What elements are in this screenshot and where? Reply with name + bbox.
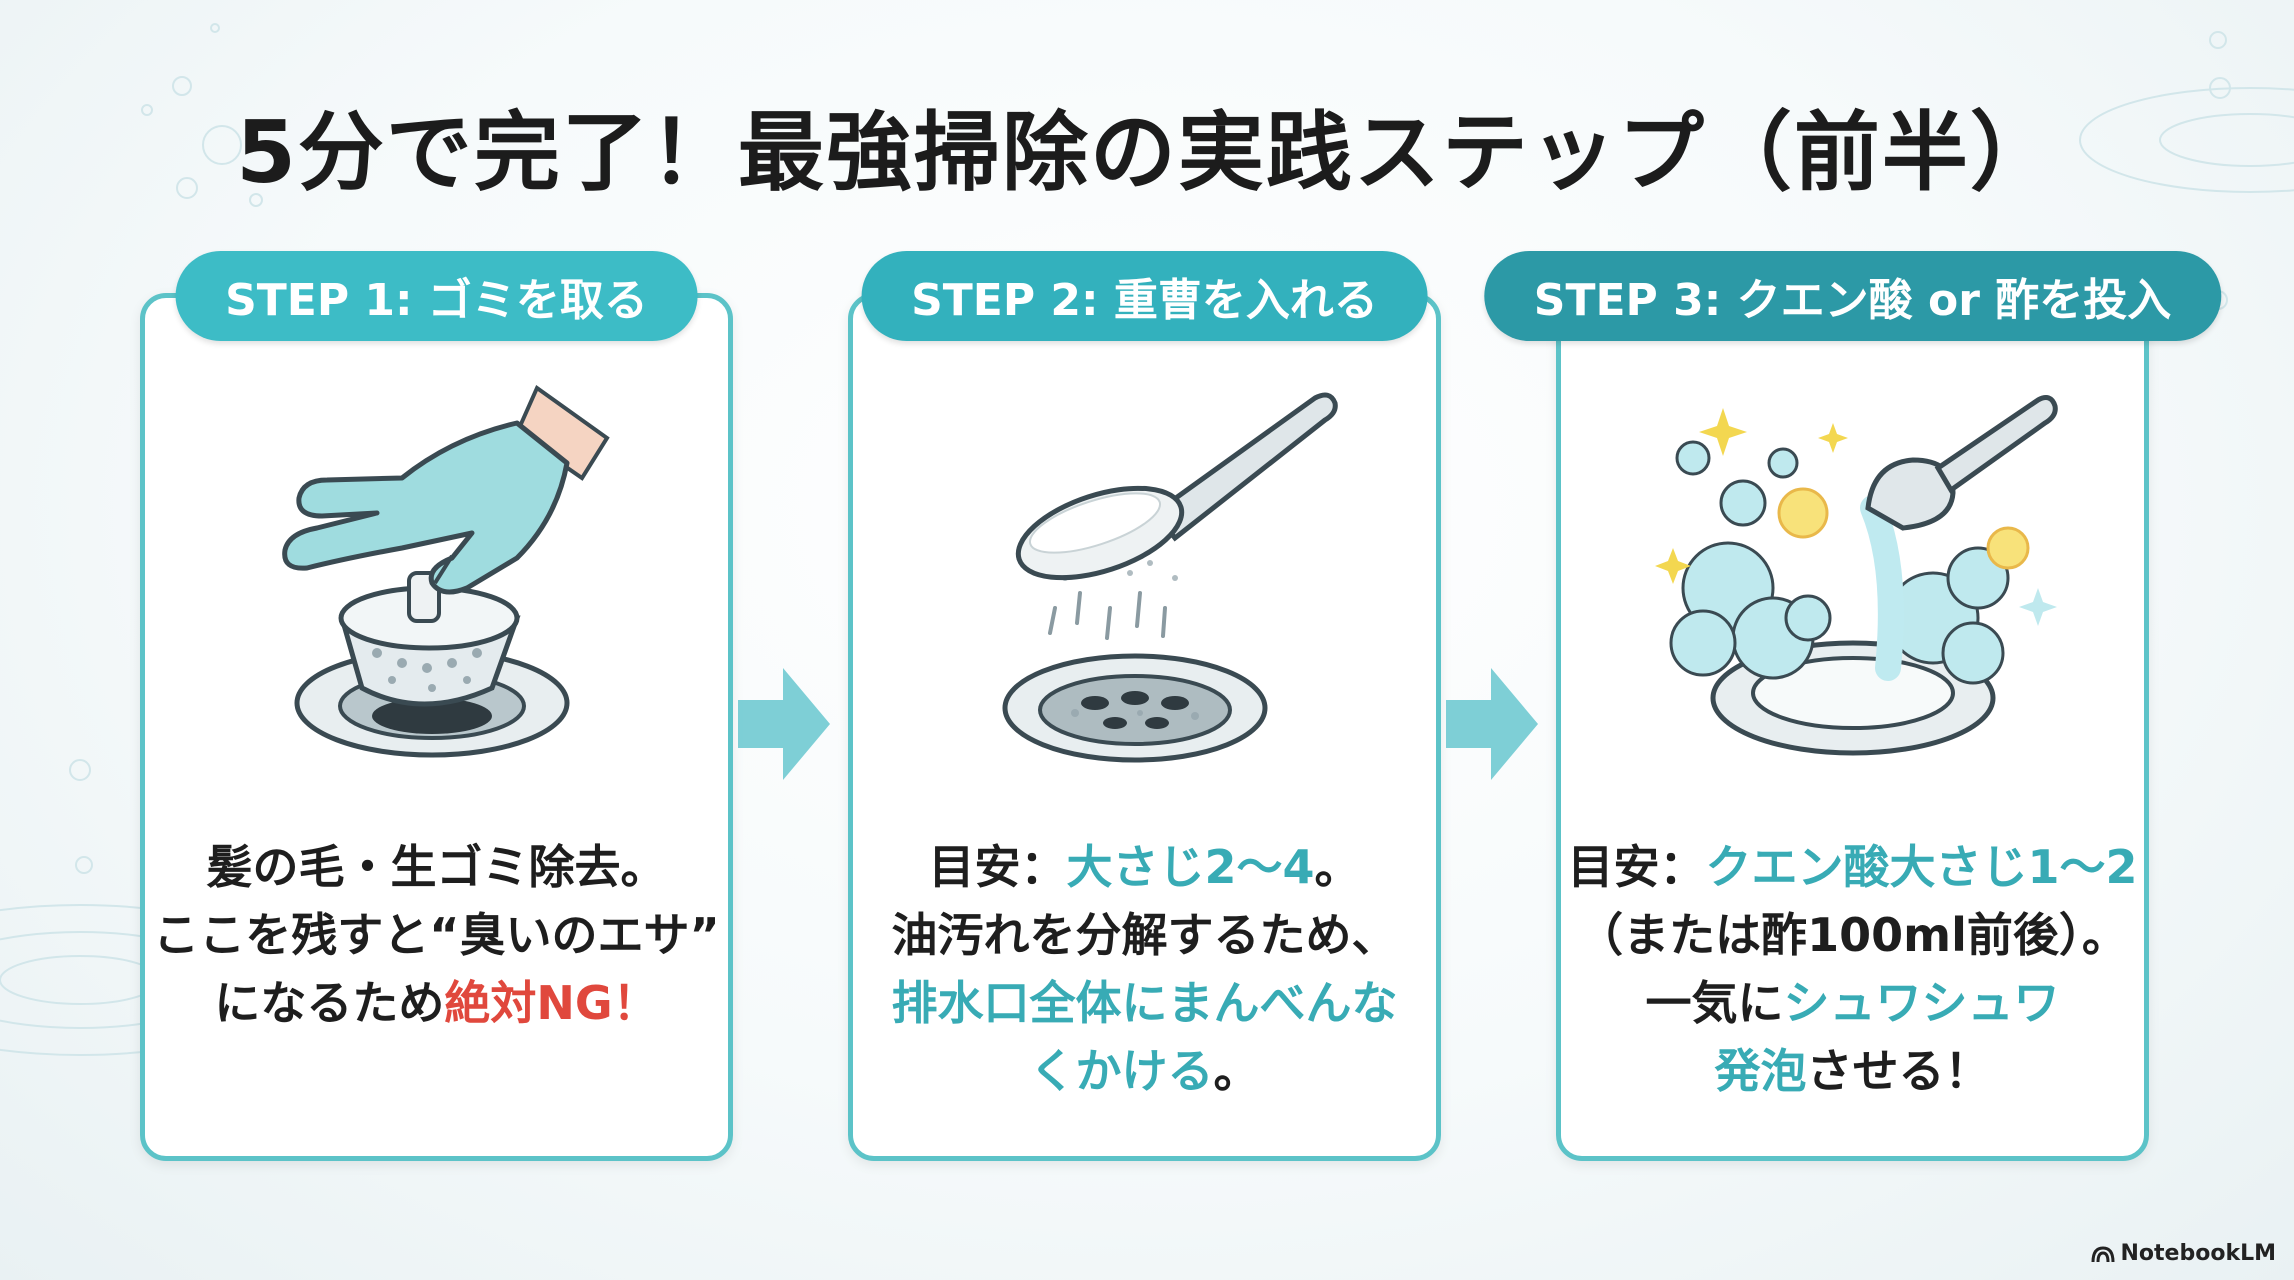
text-segment: （または酢100ml前後）。 (1577, 908, 2128, 962)
step-2-description: 目安：大さじ2〜4。油汚れを分解するため、排水口全体にまんべんなくかける。 (853, 833, 1436, 1105)
step-1-description: 髪の毛・生ゴミ除去。ここを残すと“臭いのエサ” になるため絶対NG！ (145, 833, 728, 1037)
step-3-description: 目安：クエン酸大さじ1〜2（または酢100ml前後）。一気にシュワシュワ発泡させ… (1561, 833, 2144, 1105)
text-segment: 目安： (1567, 840, 1706, 894)
gloved-hand-drain-icon (281, 384, 610, 758)
step-1-card: STEP 1: ゴミを取る 髪の毛・生ゴミ除去。ここを残すと“臭いのエサ” になる… (140, 251, 733, 1161)
brand-name: NotebookLM (2120, 1241, 2276, 1266)
description-line: 目安：大さじ2〜4。 (853, 833, 1436, 901)
step-3-card: STEP 3: クエン酸 or 酢を投入 目安：クエン酸大さじ1〜2 （または酢1… (1483, 251, 2222, 1161)
text-segment: 。 (1213, 1044, 1260, 1098)
description-line: 目安：クエン酸大さじ1〜2 (1561, 833, 2144, 901)
highlight-text: シュワシュワ (1783, 976, 2060, 1030)
description-line: （または酢100ml前後）。 (1561, 901, 2144, 969)
spoon-baking-soda-icon (1002, 392, 1338, 763)
text-segment: 髪の毛・生ゴミ除去。 (206, 840, 667, 894)
text-segment: させる！ (1806, 1044, 1991, 1098)
text-segment: になるため (214, 976, 445, 1030)
notebooklm-icon (2091, 1245, 2115, 1262)
description-line: くかける。 (853, 1037, 1436, 1105)
description-line: 発泡させる！ (1561, 1037, 2144, 1105)
highlight-text: クエン酸大さじ1〜2 (1705, 840, 2138, 894)
step-2-card: STEP 2: 重曹を入れる 目安：大さじ2〜4。油汚れを分解するため、排水口全… (848, 251, 1441, 1161)
description-line: 油汚れを分解するため、 (853, 901, 1436, 969)
arrow-right-icon (738, 668, 830, 780)
highlight-text: 大さじ2〜4 (1066, 840, 1315, 894)
step-1-header: STEP 1: ゴミを取る (175, 251, 698, 341)
brand-logo: NotebookLM (2091, 1241, 2276, 1266)
text-segment: 。 (1314, 840, 1361, 894)
step-3-header: STEP 3: クエン酸 or 酢を投入 (1483, 251, 2222, 341)
measuring-cup-foam-icon (1654, 395, 2058, 756)
warning-text: 絶対NG！ (444, 976, 659, 1030)
text-segment: 油汚れを分解するため、 (891, 908, 1398, 962)
text-segment: 目安： (928, 840, 1067, 894)
highlight-text: くかける (1029, 1044, 1214, 1098)
description-line: 髪の毛・生ゴミ除去。 (145, 833, 728, 901)
step-2-header: STEP 2: 重曹を入れる (861, 251, 1428, 341)
text-segment: ここを残すと“臭いのエサ” (153, 908, 720, 962)
description-line: 排水口全体にまんべんな (853, 969, 1436, 1037)
text-segment: 一気に (1645, 976, 1784, 1030)
description-line: ここを残すと“臭いのエサ” (145, 901, 728, 969)
description-line: 一気にシュワシュワ (1561, 969, 2144, 1037)
description-line: になるため絶対NG！ (145, 969, 728, 1037)
page-title: 5分で完了！最強掃除の実践ステップ（前半） (236, 103, 2058, 203)
arrow-right-icon (1446, 668, 1538, 780)
highlight-text: 発泡 (1714, 1044, 1807, 1098)
highlight-text: 排水口全体にまんべんな (891, 976, 1398, 1030)
